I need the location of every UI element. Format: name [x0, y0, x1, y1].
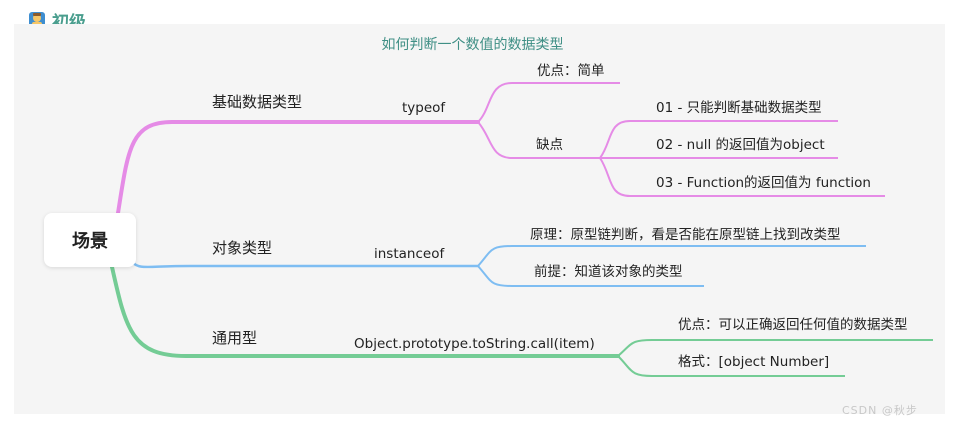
link-cons-03 — [599, 157, 885, 197]
node-typeof: typeof — [402, 100, 446, 116]
link-root-basic — [116, 120, 480, 215]
node-general: 通用型 — [212, 329, 258, 347]
mindmap-title: 如何判断一个数值的数据类型 — [381, 37, 564, 53]
node-instanceof-premise: 前提：知道该对象的类型 — [534, 264, 683, 280]
root-node: 场景 — [44, 213, 136, 267]
link-instanceof-principle — [477, 245, 866, 267]
link-instanceof-premise — [477, 265, 704, 287]
link-tostring-format — [617, 355, 845, 377]
link-cons-01 — [599, 120, 838, 159]
link-typeof-cons — [477, 121, 600, 159]
mindmap-canvas — [14, 24, 945, 414]
node-typeof-cons: 缺点 — [536, 137, 563, 153]
node-cons-01: 01 - 只能判断基础数据类型 — [656, 100, 822, 116]
node-object-types: 对象类型 — [212, 239, 273, 257]
link-root-general — [110, 265, 620, 358]
node-tostring-pros: 优点：可以正确返回任何值的数据类型 — [678, 317, 908, 333]
node-cons-03: 03 - Function的返回值为 function — [656, 175, 871, 191]
node-tostring: Object.prototype.toString.call(item) — [354, 336, 595, 352]
node-tostring-format: 格式：[object Number] — [678, 354, 830, 370]
link-tostring-pros — [617, 339, 933, 357]
link-typeof-pros — [477, 82, 620, 123]
link-root-object — [131, 261, 478, 269]
node-basic-types: 基础数据类型 — [212, 93, 303, 111]
node-instanceof: instanceof — [374, 246, 445, 262]
node-cons-02: 02 - null 的返回值为object — [656, 137, 825, 153]
node-instanceof-principle: 原理：原型链判断，看是否能在原型链上找到改类型 — [530, 227, 841, 243]
node-typeof-pros: 优点：简单 — [537, 63, 605, 79]
watermark: CSDN @秋步 — [842, 404, 918, 417]
